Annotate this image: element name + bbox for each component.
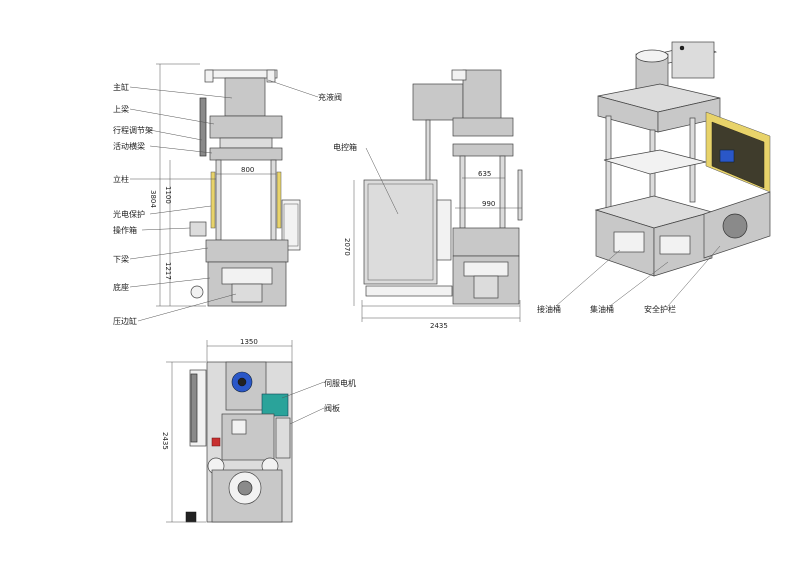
label-electric-box: 电控箱 <box>333 142 357 152</box>
label-operation-box: 操作箱 <box>113 225 137 235</box>
dim-top-width: 1350 <box>240 338 258 346</box>
dim-side-635: 635 <box>478 170 491 178</box>
dim-side-990: 990 <box>482 200 495 208</box>
label-upper-beam: 上梁 <box>113 105 129 114</box>
side-view: 2070 2435 635 990 电控箱 <box>333 69 523 330</box>
label-safety-guard: 安全护栏 <box>644 304 676 314</box>
front-view: 3804 1100 1217 800 主缸 上梁 行程调节架 活动横梁 立柱 光… <box>113 63 342 326</box>
label-edge-press-cylinder: 压边缸 <box>113 316 137 326</box>
label-photo-protect: 光电保护 <box>113 209 145 219</box>
label-servo-motor: 伺服电机 <box>324 378 356 388</box>
label-oil-tank: 接油桶 <box>537 304 561 314</box>
label-moving-beam: 活动横梁 <box>113 141 145 151</box>
dim-front-height-total: 3804 <box>149 190 157 208</box>
label-oil-collector: 集油桶 <box>590 304 614 314</box>
label-stroke-adjust-frame: 行程调节架 <box>113 125 153 135</box>
dim-top-depth: 2435 <box>161 432 169 450</box>
label-lower-beam: 下梁 <box>113 255 129 264</box>
iso-view: 接油桶 集油桶 安全护栏 <box>537 41 771 314</box>
label-valve-plate: 阀板 <box>324 403 340 413</box>
label-column: 立柱 <box>113 174 129 184</box>
top-view: 1350 2435 伺服电机 阀板 <box>161 338 356 523</box>
dim-front-opening: 1100 <box>164 186 172 204</box>
dim-front-lower: 1217 <box>164 262 172 280</box>
dim-front-width: 800 <box>241 166 254 174</box>
label-main-cylinder: 主缸 <box>113 82 129 92</box>
dim-side-width: 2435 <box>430 322 448 330</box>
label-fill-valve: 充液阀 <box>318 92 342 102</box>
dim-side-height: 2070 <box>343 238 351 256</box>
label-base: 底座 <box>113 282 129 292</box>
